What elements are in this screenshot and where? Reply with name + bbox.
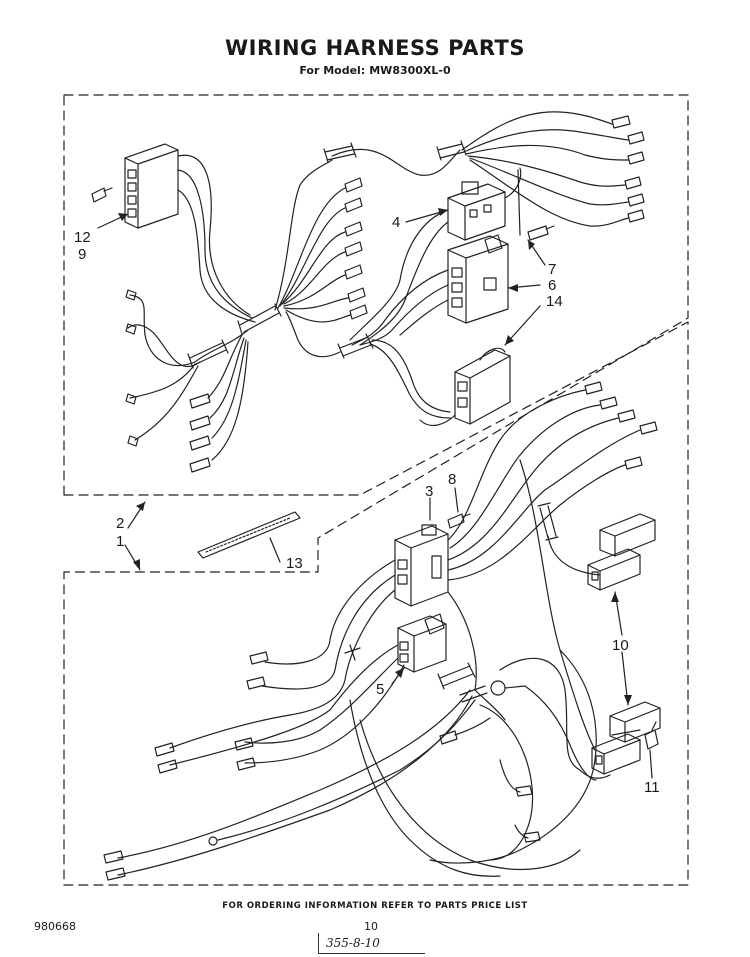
connector-3	[394, 524, 449, 607]
handwritten-stamp-box	[318, 933, 425, 954]
callout-4: 4	[392, 214, 400, 231]
page-number: 10	[364, 920, 378, 933]
callout-5: 5	[376, 681, 384, 698]
model-label: For Model:	[299, 64, 366, 77]
connector-housing-9	[124, 143, 179, 229]
terminal-12	[91, 187, 113, 203]
terminal-8	[447, 513, 471, 529]
callout-2: 2	[116, 515, 124, 532]
callout-7: 7	[548, 261, 556, 278]
connector-5	[397, 613, 447, 673]
callout-3: 3	[425, 483, 433, 500]
harness-2	[91, 111, 645, 473]
connector-4	[447, 181, 506, 241]
handwritten-note: 355-8-10	[326, 936, 380, 950]
leader-11	[649, 749, 653, 779]
connector-10-lower	[591, 701, 661, 775]
callout-9: 9	[78, 246, 86, 263]
callout-11: 11	[644, 779, 660, 796]
ordering-note: FOR ORDERING INFORMATION REFER TO PARTS …	[222, 901, 528, 911]
connector-14	[454, 347, 511, 425]
model-subtitle: For Model:MW8300XL-0	[0, 64, 750, 77]
ring-terminal	[490, 680, 506, 696]
harness-1-outline	[63, 321, 689, 886]
callout-8: 8	[448, 471, 456, 488]
harness-2-outline	[63, 94, 689, 573]
callout-13: 13	[286, 555, 303, 572]
leader-8	[454, 487, 459, 513]
connector-10-upper	[587, 513, 656, 591]
terminal-11	[644, 721, 659, 750]
callout-14: 14	[546, 293, 563, 310]
harness-1	[103, 381, 661, 881]
cable-tie-13	[197, 511, 301, 559]
page-title: WIRING HARNESS PARTS	[224, 36, 525, 60]
document-number: 980668	[34, 920, 76, 933]
connector-6	[447, 234, 509, 324]
terminal-7	[527, 225, 555, 241]
callout-12: 12	[74, 229, 91, 246]
leader-13	[269, 537, 281, 563]
callout-10: 10	[612, 637, 629, 654]
model-number: MW8300XL-0	[369, 64, 451, 77]
callout-6: 6	[548, 277, 556, 294]
callout-1: 1	[116, 533, 124, 550]
